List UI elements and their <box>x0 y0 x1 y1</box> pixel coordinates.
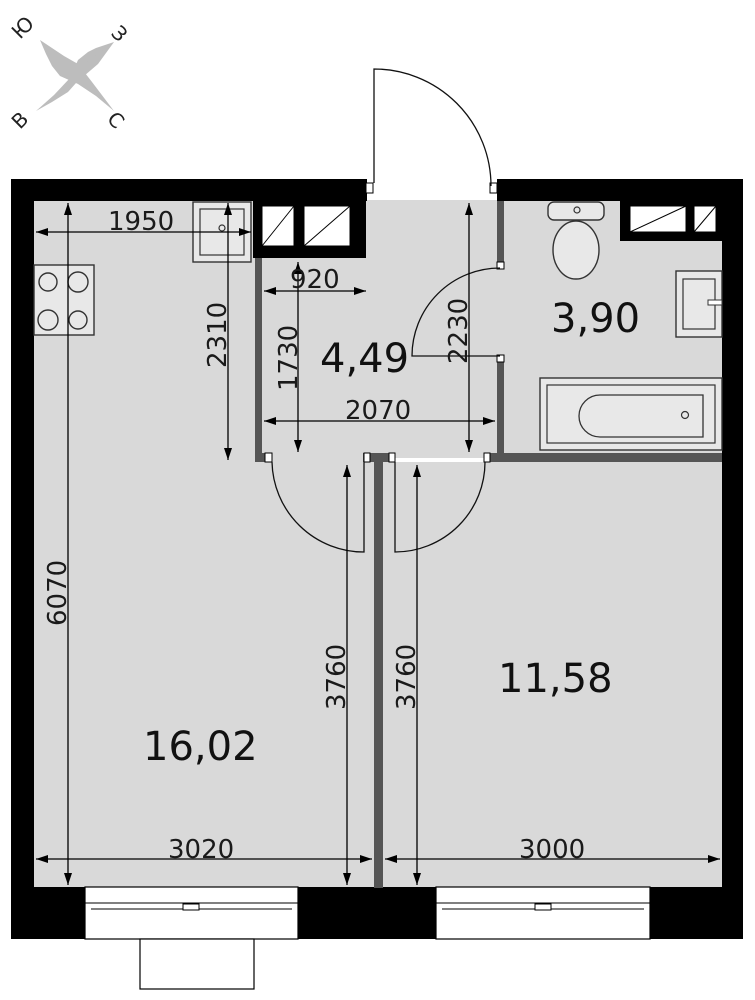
dimension-2070: 2070 <box>345 396 411 426</box>
doors <box>271 68 501 553</box>
toilet-icon <box>547 201 605 280</box>
dimension-1950: 1950 <box>108 207 174 237</box>
dimension-920: 920 <box>290 265 340 295</box>
top-wall-right <box>497 179 743 201</box>
left-wall <box>11 179 34 939</box>
windows <box>84 886 651 990</box>
top-wall-left <box>11 179 367 201</box>
outer-walls <box>11 179 743 939</box>
dimension-1730: 1730 <box>274 325 304 391</box>
room-divider <box>374 458 383 888</box>
living-window <box>84 886 299 940</box>
dimension-2310: 2310 <box>203 302 233 368</box>
wall-stub <box>255 453 265 462</box>
compass-icon: Ю З В С <box>7 11 133 133</box>
bedroom-door <box>394 461 486 553</box>
wall-stub <box>486 453 500 462</box>
vent-ducts <box>261 205 717 247</box>
compass-label-west: З <box>106 21 132 47</box>
bedroom-window <box>435 886 651 940</box>
entrance-door <box>373 68 492 187</box>
hall-area: 4,49 <box>320 336 409 382</box>
partitions <box>255 201 722 888</box>
dimension-6070: 6070 <box>43 560 73 626</box>
bottom-wall-1 <box>11 887 85 939</box>
bathroom-area: 3,90 <box>551 296 640 342</box>
compass-label-east: В <box>7 107 34 134</box>
stove-icon <box>33 264 95 336</box>
bedroom-floor <box>383 462 722 888</box>
dimension-2230: 2230 <box>444 298 474 364</box>
bath-partition-top <box>497 201 504 267</box>
compass-label-north: С <box>102 107 129 134</box>
dimension-3760-left: 3760 <box>322 644 352 710</box>
door-jambs <box>264 182 505 463</box>
balcony <box>139 938 255 990</box>
hall-left-partition <box>255 258 262 462</box>
dimension-3760-right: 3760 <box>392 644 422 710</box>
wall-stub <box>363 453 393 462</box>
compass-label-south: Ю <box>7 11 39 43</box>
dimension-lines <box>36 203 720 885</box>
dimension-3000: 3000 <box>519 835 585 865</box>
washbasin-icon <box>675 270 723 338</box>
dimension-3020: 3020 <box>168 835 234 865</box>
bath-partition-bottom <box>497 362 504 462</box>
living-room-door <box>271 461 365 553</box>
right-wall <box>722 179 743 939</box>
bottom-wall-2 <box>298 887 436 939</box>
bath-bottom-partition <box>497 453 722 462</box>
bedroom-area: 11,58 <box>498 656 613 702</box>
bottom-wall-3 <box>650 887 743 939</box>
bathtub-icon <box>539 377 723 451</box>
living-room-area: 16,02 <box>143 724 258 770</box>
floor-fill <box>33 200 722 888</box>
bathroom-door <box>411 267 501 357</box>
